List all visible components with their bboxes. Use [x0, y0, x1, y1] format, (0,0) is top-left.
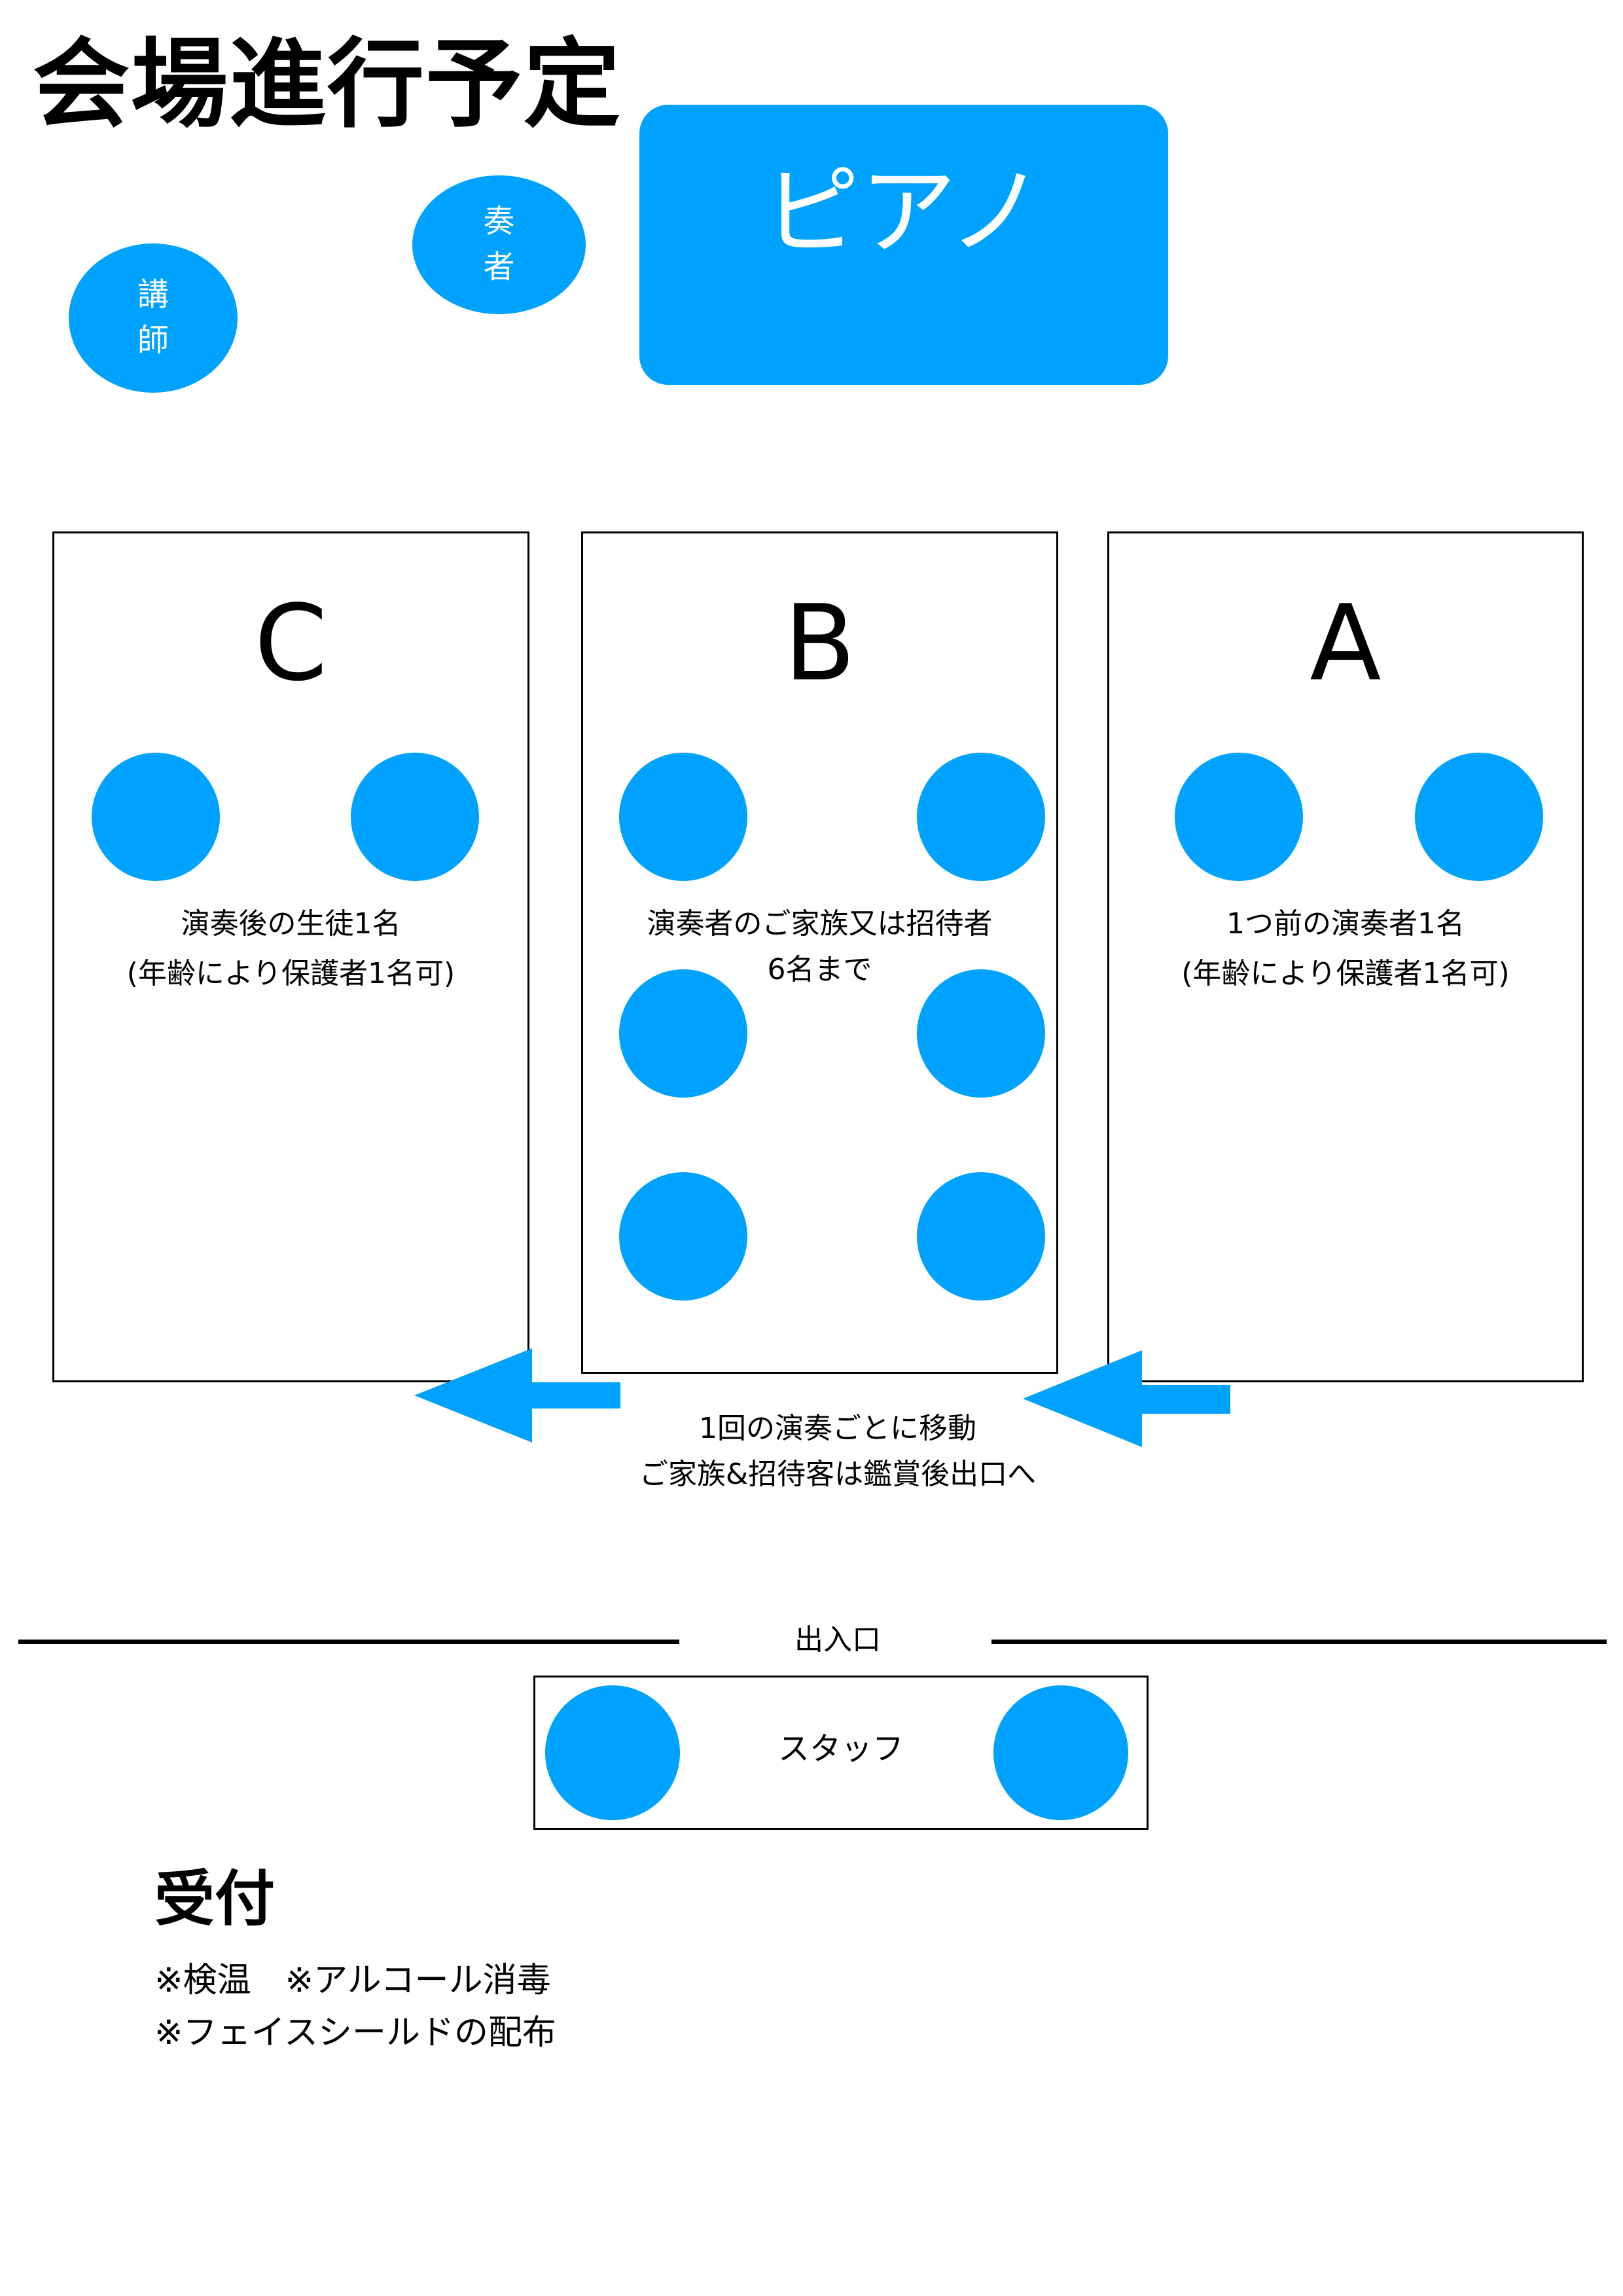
piano: ピアノ [639, 105, 1168, 385]
staff-seat [993, 1685, 1128, 1820]
teacher-position: 講師 [69, 243, 238, 393]
movement-note-line2: ご家族&招待客は鑑賞後出口へ [639, 1458, 1037, 1491]
zone-c: C 演奏後の生徒1名 (年齢により保護者1名可) [52, 531, 529, 1382]
movement-note-line1: 1回の演奏ごとに移動 [699, 1412, 976, 1445]
entrance-label: 出入口 [794, 1623, 881, 1657]
zone-b: B 演奏者のご家族又は招待者 6名まで [581, 531, 1058, 1374]
reception-heading: 受付 [154, 1864, 276, 1934]
entrance-divider-right [991, 1640, 1607, 1644]
seat [917, 1172, 1045, 1300]
zone-a-letter: A [1310, 582, 1382, 704]
seat [917, 969, 1045, 1098]
arrow-left-icon [1023, 1350, 1230, 1447]
zone-c-note-line2: (年齢により保護者1名可) [126, 957, 455, 990]
zone-b-note-line2: 6名まで [767, 953, 872, 986]
seat [619, 753, 747, 881]
zone-b-letter: B [783, 582, 856, 704]
zone-c-letter: C [254, 582, 328, 704]
zone-a-note-line2: (年齢により保護者1名可) [1181, 957, 1510, 990]
seat [1175, 753, 1303, 881]
staff-label: スタッフ [777, 1731, 904, 1767]
zone-a-note-line1: 1つ前の演奏者1名 [1226, 907, 1465, 941]
zone-b-note-line1: 演奏者のご家族又は招待者 [647, 907, 993, 941]
reception-item-line2: ※フェイスシールドの配布 [154, 2013, 557, 2053]
staff-seat [545, 1685, 680, 1820]
performer-label: 奏者 [483, 203, 515, 285]
staff-area: スタッフ [533, 1676, 1149, 1830]
seat [1415, 753, 1543, 881]
performer-position: 奏者 [412, 175, 586, 314]
seat [917, 753, 1045, 881]
seat [92, 753, 220, 881]
page-title: 会場進行予定 [33, 28, 622, 141]
seat [351, 753, 479, 881]
piano-label: ピアノ [762, 156, 1045, 268]
reception-item-line1: ※検温 ※アルコール消毒 [154, 1961, 551, 2000]
zone-c-note-line1: 演奏後の生徒1名 [181, 907, 401, 941]
zone-a: A 1つ前の演奏者1名 (年齢により保護者1名可) [1107, 531, 1584, 1382]
movement-note: 1回の演奏ごとに移動 ご家族&招待客は鑑賞後出口へ [576, 1406, 1099, 1498]
teacher-label: 講師 [137, 276, 169, 359]
seat [619, 969, 747, 1098]
arrow-left-icon [414, 1348, 620, 1443]
seat [619, 1172, 747, 1300]
entrance-divider-left [18, 1640, 679, 1644]
